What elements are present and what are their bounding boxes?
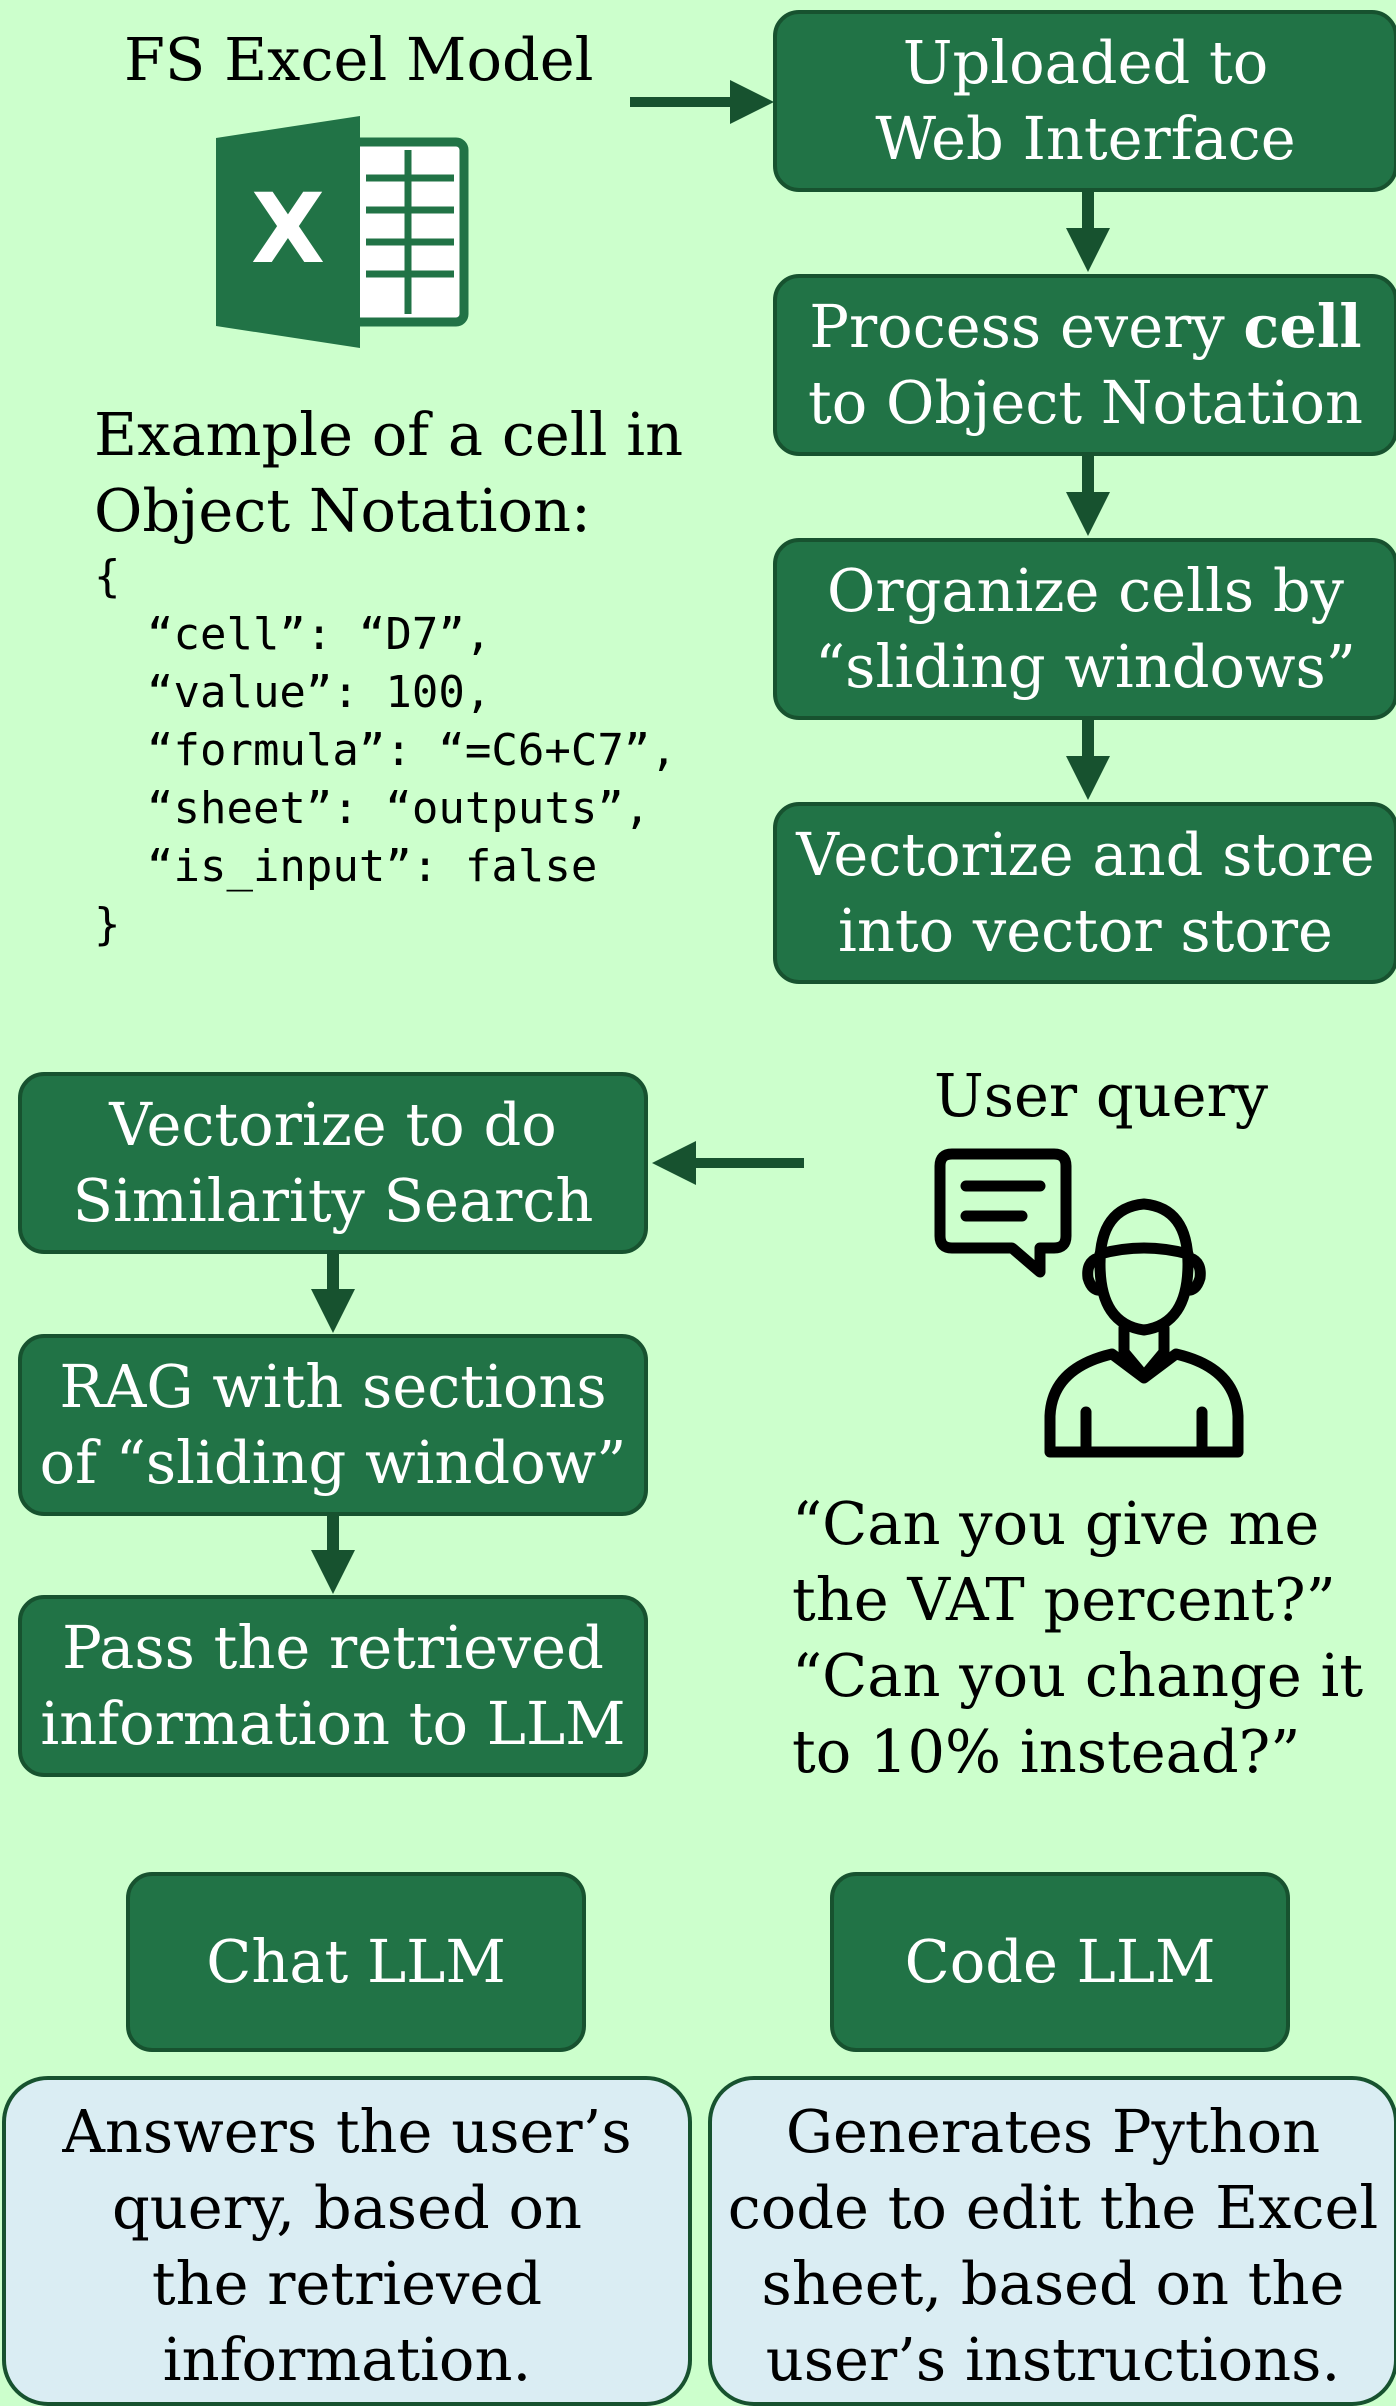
code-desc-line-2: code to edit the Excel (727, 2173, 1379, 2242)
object-notation-code: { “cell”: “D7”, “value”: 100, “formula”:… (94, 551, 677, 950)
chat-llm-box: Chat LLM (126, 1872, 586, 2052)
example-heading-line1: Example of a cell in (94, 400, 684, 469)
code-llm-description: Generates Python code to edit the Excel … (708, 2076, 1396, 2406)
upload-box: Uploaded to Web Interface (773, 10, 1396, 192)
process-box: Process every cell to Object Notation (773, 274, 1396, 456)
organize-line1: Organize cells by (827, 556, 1344, 625)
chat-desc-line-4: information. (162, 2325, 532, 2394)
process-line2: to Object Notation (808, 368, 1363, 437)
svg-text:X: X (251, 173, 325, 285)
upload-line1: Uploaded to (902, 28, 1269, 97)
arrow-similarity-to-rag (311, 1254, 355, 1333)
excel-model-title: FS Excel Model (124, 25, 594, 94)
upload-line2: Web Interface (875, 104, 1296, 173)
vectorize-store-line2: into vector store (838, 896, 1333, 965)
code-desc-line-3: sheet, based on the (761, 2249, 1345, 2318)
quote-line-1: “Can you give me (792, 1489, 1320, 1558)
rag-box: RAG with sections of “sliding window” (18, 1334, 648, 1516)
organize-box: Organize cells by “sliding windows” (773, 538, 1396, 720)
user-query-title: User query (934, 1061, 1269, 1130)
chat-desc-line-3: the retrieved (151, 2249, 543, 2318)
arrow-upload-to-process (1066, 192, 1110, 272)
similarity-line2: Similarity Search (72, 1166, 594, 1235)
excel-icon: X (216, 116, 469, 348)
pass-line1: Pass the retrieved (62, 1613, 604, 1682)
arrow-user-to-similarity (652, 1141, 804, 1185)
vectorize-store-box: Vectorize and store into vector store (773, 802, 1396, 984)
similarity-search-box: Vectorize to do Similarity Search (18, 1072, 648, 1254)
process-line1: Process every cell (809, 289, 1361, 365)
code-desc-line-4: user’s instructions. (765, 2325, 1341, 2394)
process-line1-pre: Process every (809, 292, 1244, 361)
similarity-line1: Vectorize to do (109, 1090, 557, 1159)
arrow-rag-to-pass (311, 1515, 355, 1594)
quote-line-3: “Can you change it (792, 1641, 1364, 1710)
pass-line2: information to LLM (40, 1689, 626, 1758)
rag-line1: RAG with sections (59, 1352, 607, 1421)
quote-line-4: to 10% instead?” (792, 1717, 1301, 1786)
user-chat-icon (934, 1148, 1244, 1458)
chat-desc-line-2: query, based on (111, 2173, 583, 2242)
pass-to-llm-box: Pass the retrieved information to LLM (18, 1595, 648, 1777)
vectorize-store-line1: Vectorize and store (796, 820, 1375, 889)
code-llm-box: Code LLM (830, 1872, 1290, 2052)
arrow-organize-to-vectorize (1066, 720, 1110, 800)
rag-line2: of “sliding window” (39, 1428, 627, 1497)
organize-line2: “sliding windows” (815, 632, 1356, 701)
code-llm-label: Code LLM (904, 1927, 1216, 1996)
chat-desc-line-1: Answers the user’s (62, 2097, 632, 2166)
process-line1-bold: cell (1243, 292, 1362, 361)
example-heading-line2: Object Notation: (94, 476, 591, 545)
chat-llm-description: Answers the user’s query, based on the r… (2, 2076, 692, 2406)
quote-line-2: the VAT percent?” (792, 1565, 1336, 1634)
chat-llm-label: Chat LLM (206, 1927, 506, 1996)
code-desc-line-1: Generates Python (785, 2097, 1321, 2166)
user-quotes: “Can you give me the VAT percent?” “Can … (792, 1486, 1363, 1790)
arrow-process-to-organize (1066, 456, 1110, 536)
example-heading: Example of a cell in Object Notation: (94, 397, 683, 549)
arrow-excel-to-upload (630, 80, 774, 124)
